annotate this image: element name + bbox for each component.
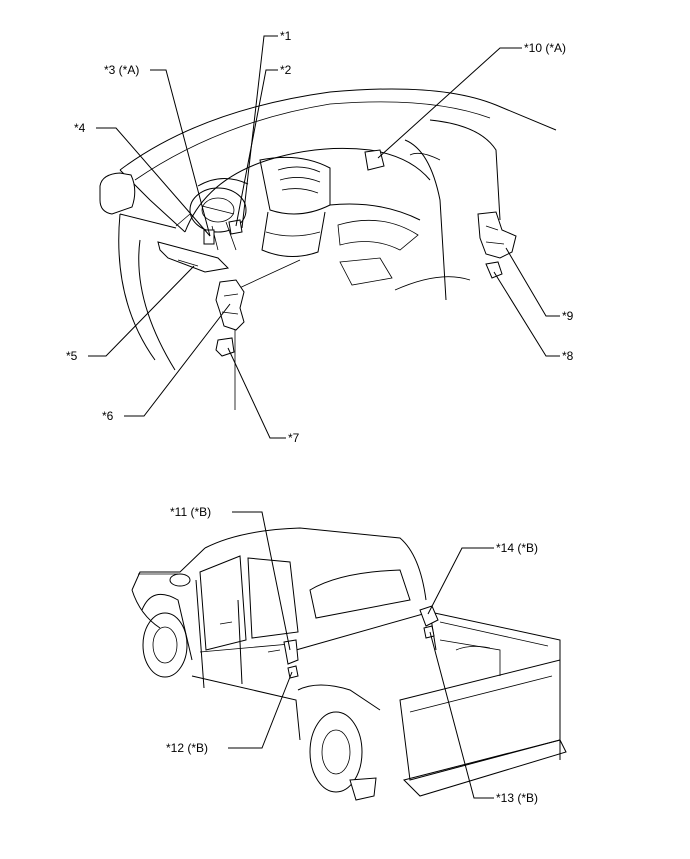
callout-11: *11 (*B): [170, 505, 211, 519]
part-3-module-icon: [203, 229, 215, 245]
leader-lines: [88, 35, 560, 799]
part-14-module-icon: [419, 605, 439, 627]
callout-13: *13 (*B): [496, 791, 538, 805]
callout-labels: *1 *2 *3 (*A) *4 *5 *6 *7 *8 *9 *10 (*A)…: [66, 29, 574, 805]
part-10-module-icon: [364, 149, 385, 171]
callout-9: *9: [562, 309, 574, 323]
part-12-connector-icon: [287, 665, 299, 679]
part-11-module-icon: [283, 639, 299, 665]
part-13-connector-icon: [423, 625, 435, 639]
callout-10: *10 (*A): [524, 41, 566, 55]
part-6-junction-block-icon: [215, 279, 245, 331]
callout-12: *12 (*B): [166, 741, 208, 755]
callout-3: *3 (*A): [104, 63, 139, 77]
callout-4: *4: [74, 121, 86, 135]
pickup-truck-drawing: [131, 527, 567, 801]
part-5-bracket-icon: [157, 241, 230, 273]
callout-2: *2: [280, 63, 292, 77]
part-7-connector-icon: [215, 337, 235, 357]
part-9-module-icon: [477, 211, 517, 259]
callout-8: *8: [562, 349, 574, 363]
callout-7: *7: [288, 431, 300, 445]
part-8-connector-icon: [485, 261, 503, 279]
callout-5: *5: [66, 349, 78, 363]
part-2-module-icon: [228, 219, 243, 235]
interior-dashboard-drawing: [99, 88, 557, 410]
callout-14: *14 (*B): [496, 541, 538, 555]
callout-1: *1: [280, 29, 292, 43]
callout-6: *6: [102, 409, 114, 423]
